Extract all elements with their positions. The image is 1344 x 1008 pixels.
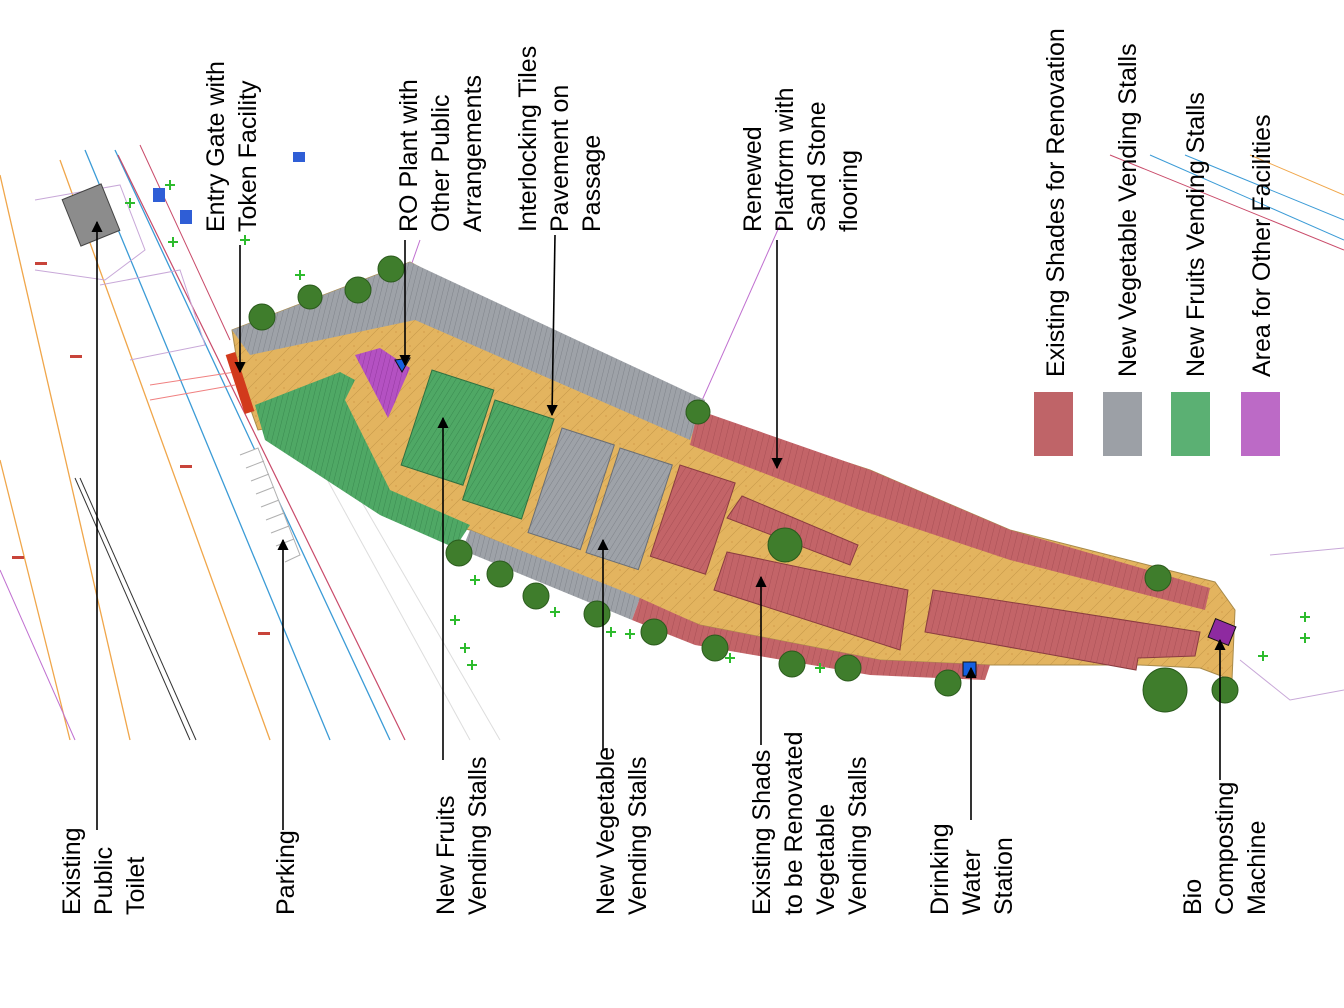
parking-signs: [153, 152, 305, 224]
label-line: Platform with: [771, 87, 799, 232]
legend-label-other-facilities: Area for Other Facilities: [1248, 114, 1276, 377]
label-line: Vegetable: [812, 803, 840, 915]
legend-swatch: [1241, 392, 1280, 456]
label-line: Parking: [272, 830, 300, 915]
label-line: New Fruits: [432, 795, 460, 915]
label-line: Existing: [58, 827, 86, 915]
legend-label-existing-shades: Existing Shades for Renovation: [1042, 28, 1070, 377]
label-line: New Vegetable: [592, 746, 620, 915]
label-line: Sand Stone: [803, 101, 831, 232]
ro-plant-area: [355, 348, 410, 418]
label-line: Toilet: [122, 856, 150, 915]
label-line: Arrangements: [459, 74, 487, 232]
fruit-stall-l-block: [255, 372, 470, 548]
legend-label-new-vegetable: New Vegetable Vending Stalls: [1114, 43, 1142, 377]
label-line: Vending Stalls: [624, 756, 652, 915]
label-line: Other Public: [427, 94, 455, 232]
fruit-stall: [461, 399, 555, 520]
leader-lines: [91, 220, 1226, 830]
toilet-block: [61, 183, 121, 247]
legend-swatches: [1034, 392, 1280, 456]
small-plants: [125, 180, 1310, 673]
context-lines: [0, 144, 1344, 741]
label-line: Water: [958, 849, 986, 915]
label-line: Token Facility: [234, 80, 262, 232]
label-line: Public: [90, 846, 118, 915]
label-line: Passage: [578, 134, 606, 232]
existing-shade-stall: [649, 464, 736, 575]
vegetable-bottom-strip: [462, 530, 640, 620]
label-line: Interlocking Tiles: [514, 45, 542, 232]
legend-label-new-fruits: New Fruits Vending Stalls: [1182, 92, 1210, 377]
label-line: Bio: [1179, 878, 1207, 915]
label-line: Station: [990, 837, 1018, 915]
road-signs: [12, 262, 270, 635]
entry-gate: [225, 351, 255, 415]
water-station: [962, 661, 977, 677]
label-line: Existing Shads: [748, 749, 776, 915]
label-line: Vending Stalls: [464, 756, 492, 915]
existing-shade-top-strip: [690, 410, 1210, 610]
trees: [248, 255, 1239, 713]
vegetable-stall: [527, 427, 615, 551]
label-line: Machine: [1243, 820, 1271, 916]
label-line: Entry Gate with: [202, 61, 230, 232]
legend-swatch: [1171, 392, 1210, 456]
existing-shade-stall: [924, 589, 1201, 671]
label-line: Renewed: [739, 126, 767, 232]
vegetable-shade-strip: [232, 262, 705, 440]
legend-swatch: [1103, 392, 1142, 456]
legend-swatch: [1034, 392, 1073, 456]
label-line: to be Renovated: [780, 731, 808, 915]
label-line: Drinking: [926, 823, 954, 915]
label-line: flooring: [835, 150, 863, 232]
label-line: Vending Stalls: [844, 756, 872, 915]
label-line: Composting: [1211, 781, 1239, 915]
label-parking: Parking: [270, 830, 302, 915]
label-line: Pavement on: [546, 84, 574, 232]
label-line: RO Plant with: [395, 79, 423, 232]
